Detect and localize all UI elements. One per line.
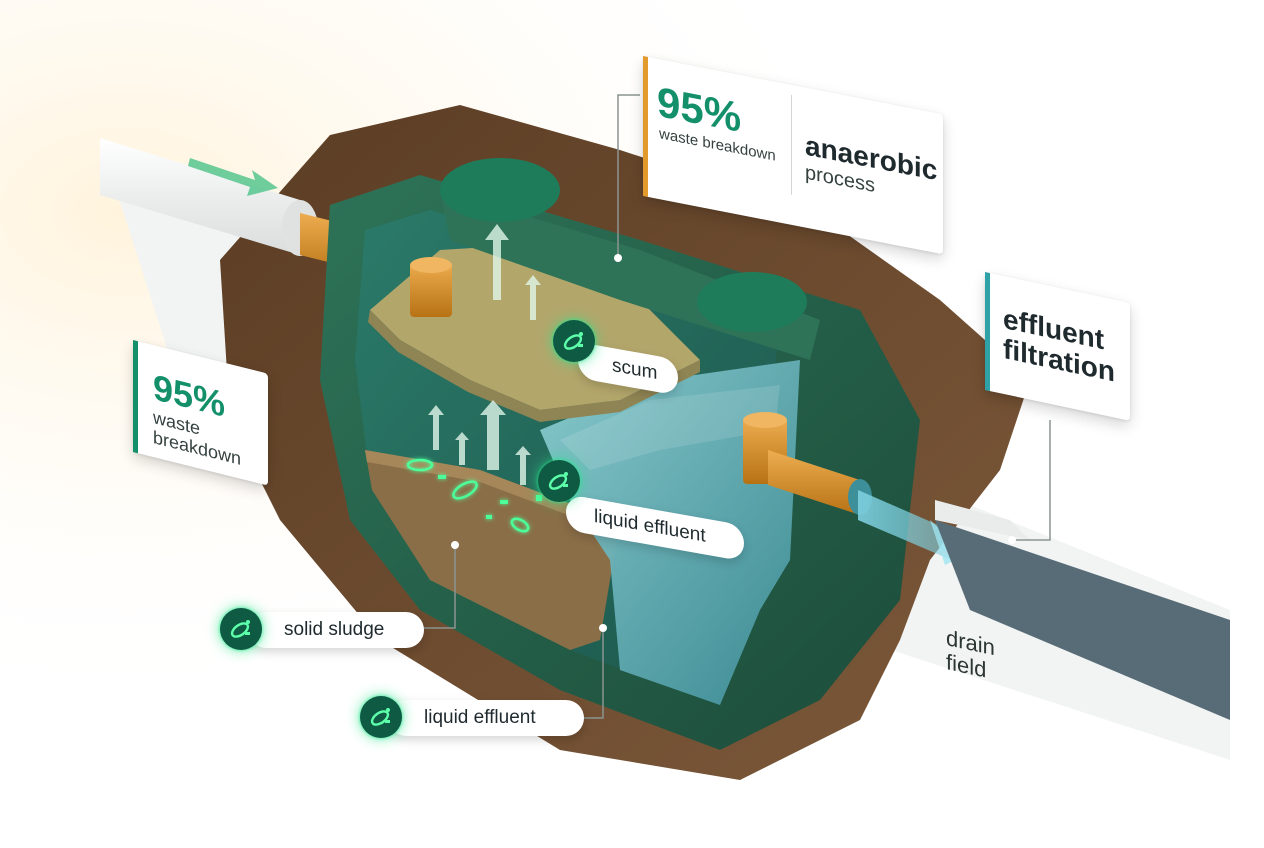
label-liquid-effluent-bottom-text: liquid effluent <box>424 707 536 728</box>
access-riser-left <box>440 158 560 222</box>
bacteria-icon <box>406 458 542 533</box>
bacteria-icon <box>538 460 580 502</box>
label-drain-field: drain field <box>946 625 995 684</box>
inlet-pipe-outer <box>100 138 300 255</box>
divider <box>791 94 792 195</box>
label-liquid-effluent-bottom: liquid effluent <box>388 700 584 736</box>
inlet-flow-arrow-icon <box>188 158 278 196</box>
bacteria-icon <box>553 320 595 362</box>
bacteria-icon <box>360 696 402 738</box>
label-solid-sludge-text: solid sludge <box>284 619 385 640</box>
accent-bar <box>133 340 138 454</box>
access-riser-right <box>697 272 807 332</box>
accent-bar <box>643 56 648 197</box>
label-scum-text: scum <box>612 354 658 385</box>
outlet-pipe <box>768 450 860 515</box>
rising-arrows <box>428 224 541 485</box>
inlet-tee <box>410 262 452 317</box>
bacteria-icon <box>220 608 262 650</box>
label-solid-sludge: solid sludge <box>248 612 424 648</box>
drain-field-bed <box>935 520 1230 720</box>
accent-bar <box>985 272 990 392</box>
